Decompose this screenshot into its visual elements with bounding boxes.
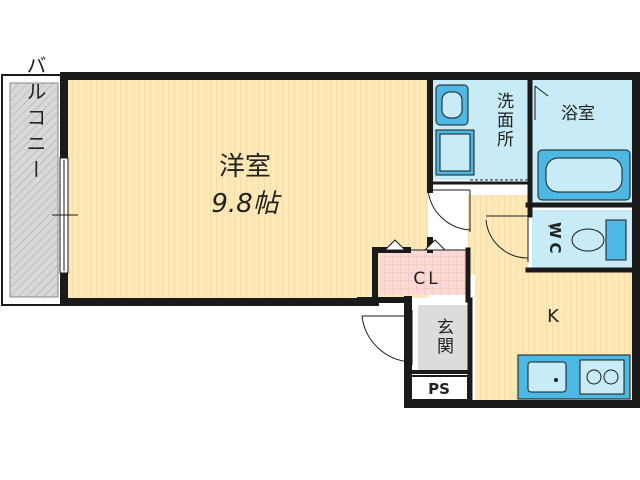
walls [60,72,640,408]
washing-machine-space [435,129,475,176]
pipe-space [409,375,469,401]
western-room-floor [68,80,428,298]
washroom-name: 洗面所 [493,92,514,149]
closet-name: CL [413,269,440,289]
doors [361,85,549,365]
pipe-space-name: PS [428,380,450,398]
kitchen-name: K [547,306,560,327]
entrance-name: 玄関 [433,318,453,356]
toilet-name: WC [546,222,564,258]
washbasin [435,84,469,126]
balcony-window [52,157,78,274]
corridor-floor [468,195,528,275]
bathroom-name: 浴室 [561,104,595,124]
closet-floor [380,250,468,295]
entrance-floor [418,305,470,370]
balcony-name: バルコニー [23,55,47,185]
western-room-size: 9.8帖 [211,189,282,219]
western-room-name: 洋室 [219,152,271,182]
balcony [1,74,65,306]
bathtub [537,149,631,201]
kitchen-counter [517,354,631,400]
closet-doors [380,239,468,251]
toilet-fixture [548,219,627,261]
